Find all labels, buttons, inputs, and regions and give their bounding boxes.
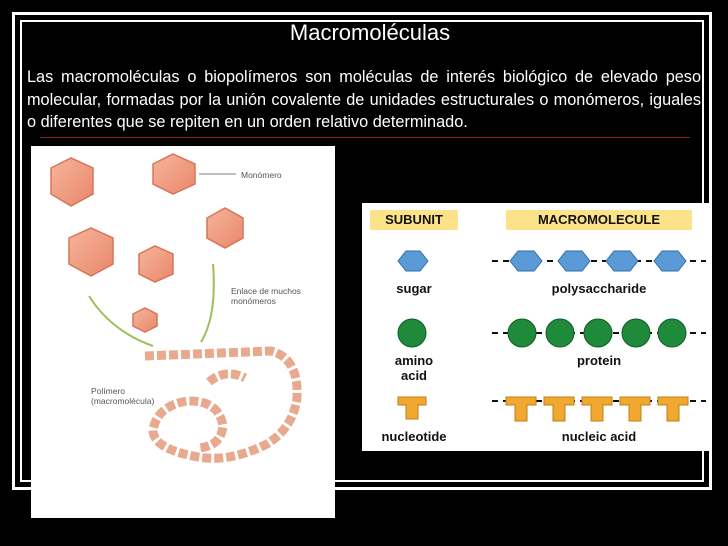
assembly-arrow-right (200, 263, 215, 343)
monomer-label: Monómero (241, 170, 282, 180)
monomer-hexagon (138, 245, 174, 283)
monomer-hexagon (50, 157, 94, 207)
chain-nucleotide (543, 396, 575, 422)
nucleic-acid-label: nucleic acid (561, 429, 637, 444)
subunit-shapes (397, 250, 706, 422)
chain-hexagon (653, 250, 687, 272)
sugar-hexagon-icon (397, 250, 429, 272)
amino-acid-label: amino acid (394, 353, 434, 383)
monomer-hexagon (132, 307, 158, 333)
polymer-chain-segment (206, 369, 248, 386)
bond-label: Enlace de muchos monómeros (231, 286, 301, 306)
chain-hexagon (509, 250, 543, 272)
subunit-header: SUBUNIT (370, 210, 458, 230)
chain-nucleotide (581, 396, 613, 422)
chain-hexagon (557, 250, 591, 272)
amino-acid-circle-icon (397, 318, 427, 348)
polymer-label: Polímero (macromolécula) (91, 386, 155, 406)
monomer-hexagon (206, 207, 244, 249)
chain-circle (657, 318, 687, 348)
assembly-arrow-left (88, 295, 154, 347)
protein-chain (507, 318, 687, 348)
macromolecule-header: MACROMOLECULE (506, 210, 692, 230)
monomer-hexagons (50, 153, 244, 333)
monomer-polymer-illustration: Monómero Enlace de muchos monómeros Polí… (31, 146, 335, 518)
slide-title: Macromoléculas (289, 20, 451, 45)
chain-circle (507, 318, 537, 348)
polysaccharide-chain (509, 250, 687, 272)
polysaccharide-label: polysaccharide (551, 281, 647, 296)
chain-circle (621, 318, 651, 348)
divider-line (40, 137, 690, 138)
monomer-hexagon (68, 227, 114, 277)
nucleotide-label: nucleotide (381, 429, 447, 444)
polymer-chain (144, 346, 302, 463)
chain-nucleotide (657, 396, 689, 422)
sugar-label: sugar (396, 281, 432, 296)
protein-label: protein (576, 353, 622, 368)
monomer-polymer-drawing (50, 153, 302, 463)
slide-outer-frame (12, 12, 712, 490)
chain-circle (545, 318, 575, 348)
subunit-macromolecule-chart: SUBUNIT MACROMOLECULE (362, 203, 710, 451)
nucleotide-icon (397, 396, 427, 420)
chain-circle (583, 318, 613, 348)
intro-paragraph: Las macromoléculas o biopolímeros son mo… (27, 68, 701, 131)
monomer-hexagon (152, 153, 196, 195)
chain-nucleotide (505, 396, 537, 422)
nucleic-acid-chain (505, 396, 689, 422)
chain-hexagon (605, 250, 639, 272)
chain-nucleotide (619, 396, 651, 422)
